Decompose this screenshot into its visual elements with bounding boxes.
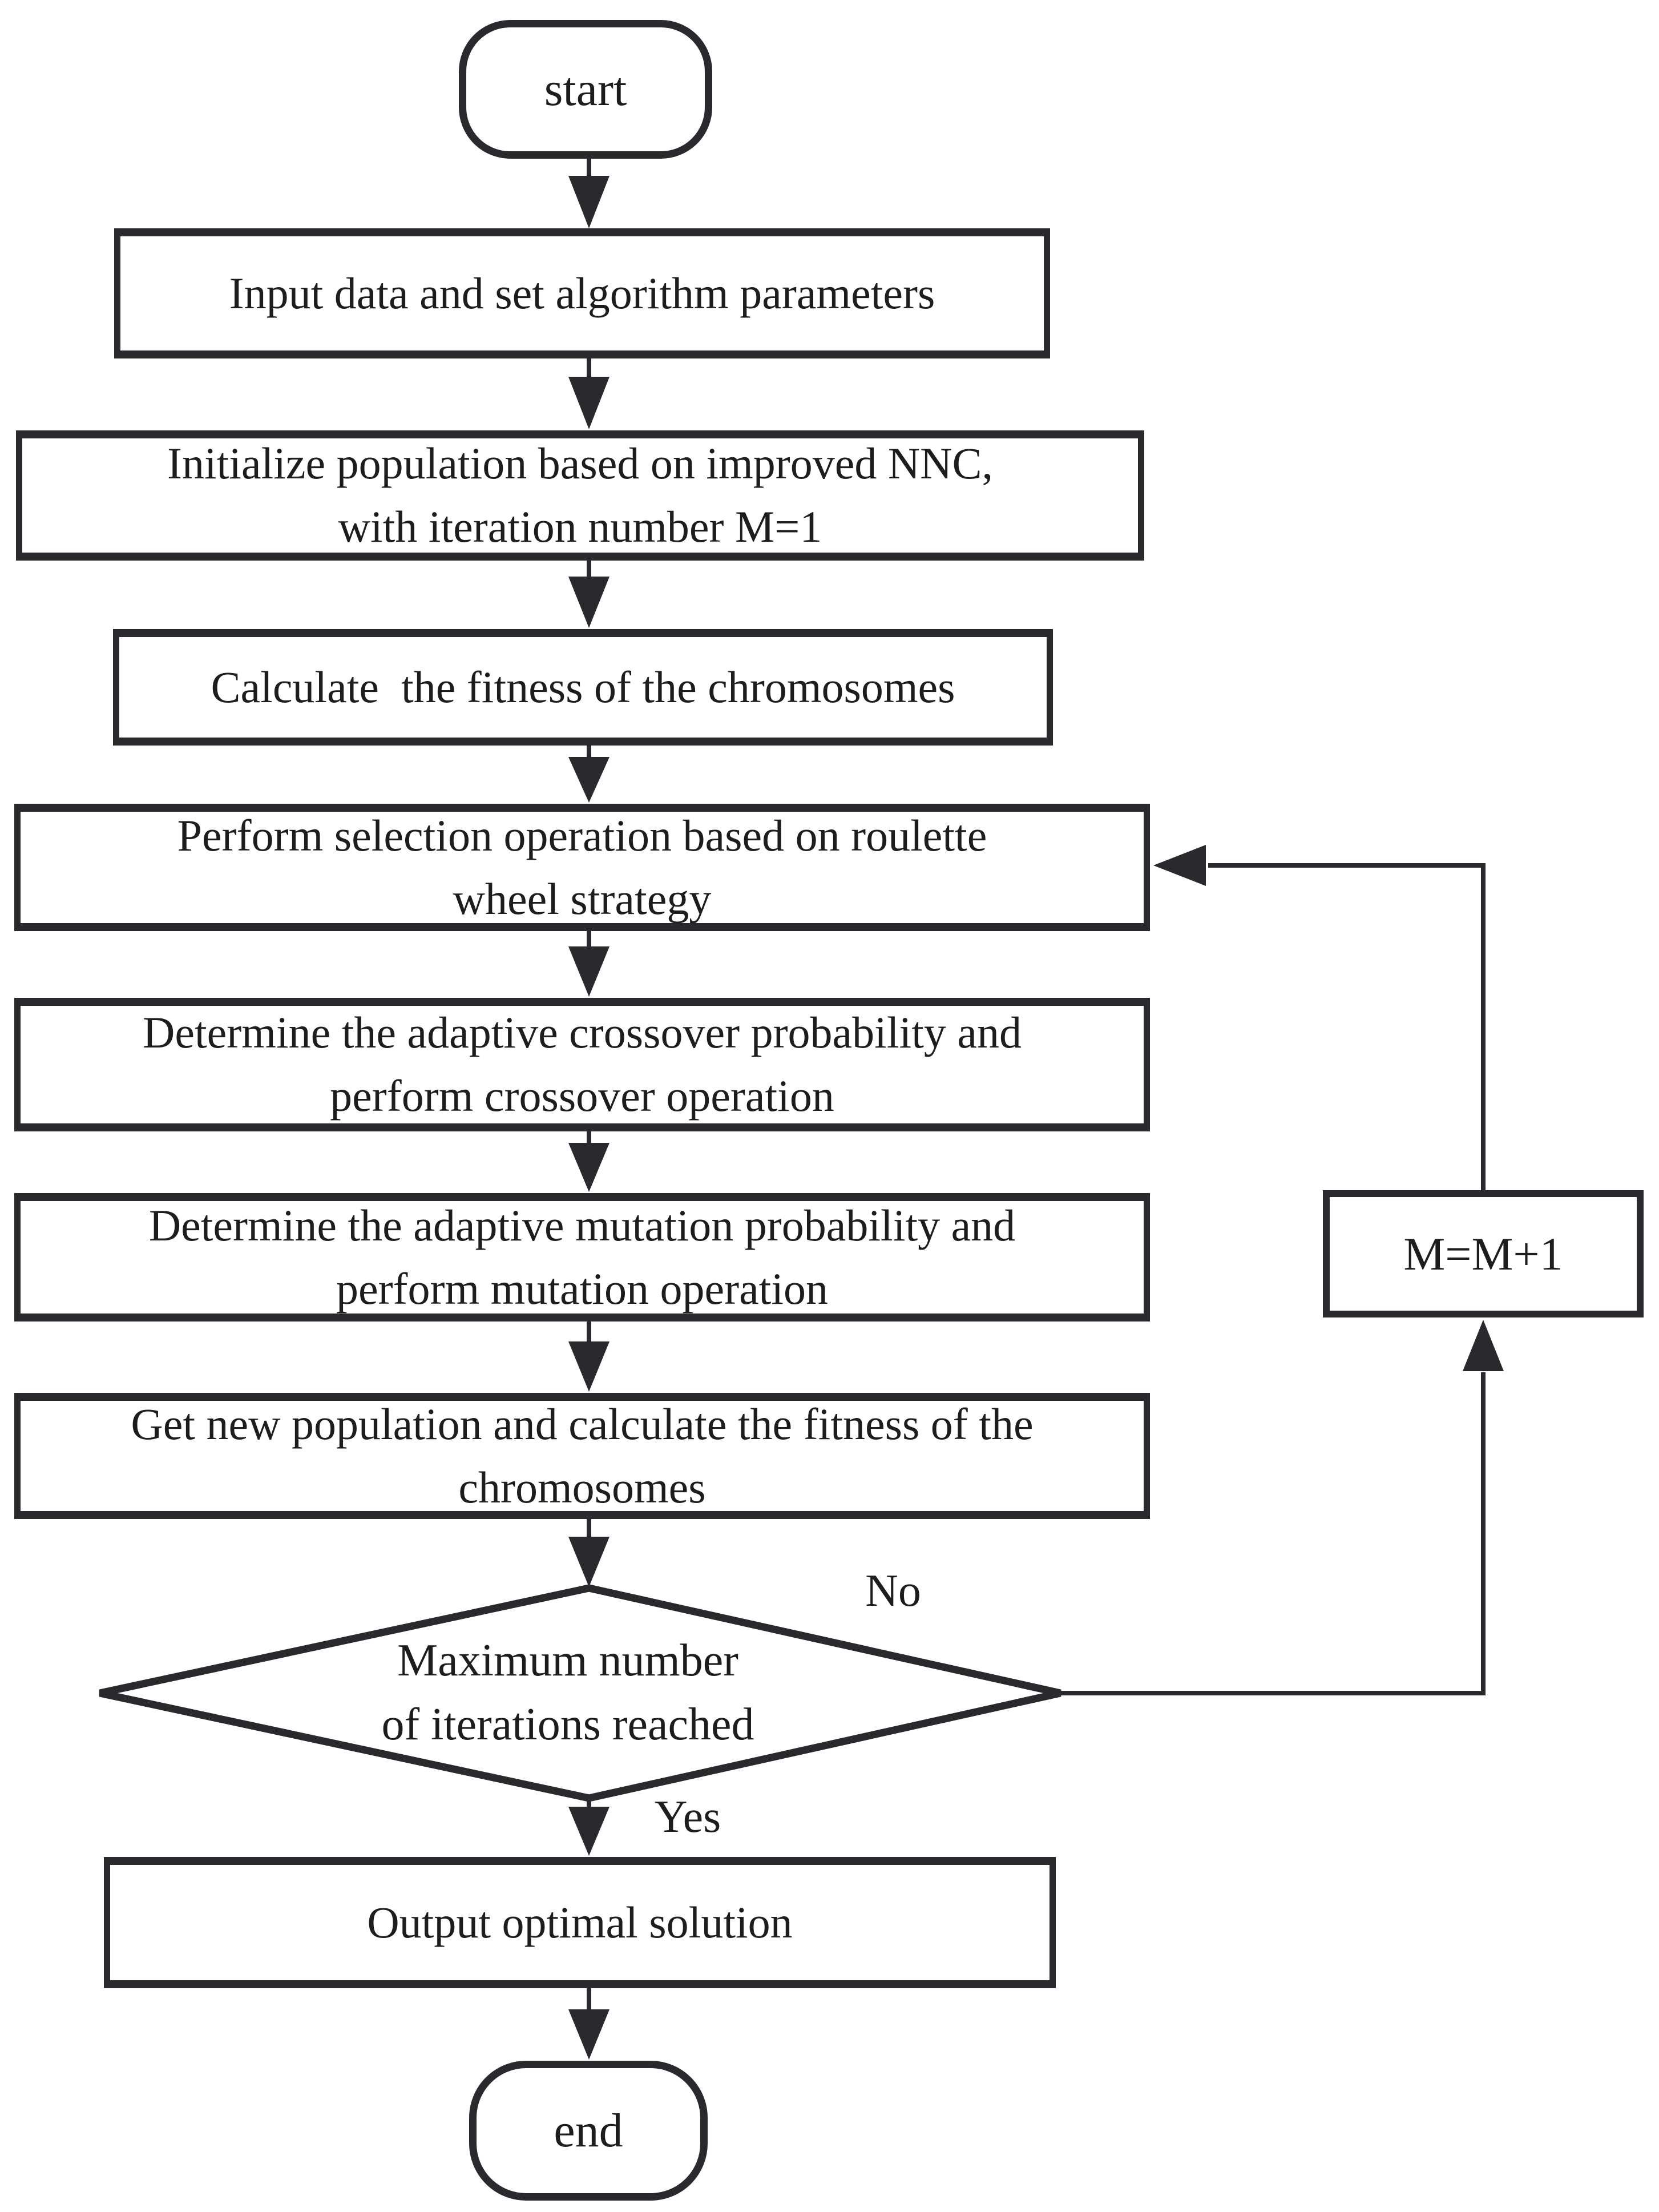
process-new-population: Get new population and calculate the fit… — [14, 1393, 1150, 1519]
process-increment-iteration: M=M+1 — [1323, 1190, 1644, 1317]
decision-label-line: Maximum number — [397, 1635, 738, 1686]
end-terminator: end — [469, 2061, 708, 2201]
node-label-line: perform mutation operation — [336, 1263, 829, 1313]
node-label-line: Determine the adaptive mutation probabil… — [148, 1200, 1016, 1250]
process-crossover: Determine the adaptive crossover probabi… — [14, 998, 1150, 1131]
arrowhead — [568, 757, 609, 803]
edge-label-no: No — [865, 1565, 921, 1616]
arrowhead — [1153, 845, 1206, 886]
process-calculate-fitness: Calculate the fitness of the chromosomes — [113, 629, 1053, 746]
node-label-line: Output optimal solution — [367, 1897, 793, 1947]
node-label-line: Perform selection operation based on rou… — [177, 810, 987, 860]
process-selection: Perform selection operation based on rou… — [14, 804, 1150, 931]
process-initialize-population: Initialize population based on improved … — [16, 430, 1144, 561]
process-input-data: Input data and set algorithm parameters — [114, 228, 1050, 358]
loopback-line — [1208, 863, 1486, 1190]
node-label-line: Initialize population based on improved … — [167, 438, 994, 489]
end-label: end — [554, 2104, 623, 2157]
decision-label-line: of iterations reached — [381, 1699, 754, 1750]
arrowhead — [568, 946, 609, 997]
process-output-solution: Output optimal solution — [104, 1857, 1056, 1988]
arrowhead — [568, 1807, 609, 1856]
arrowhead — [568, 176, 609, 228]
node-label-line: wheel strategy — [453, 873, 712, 924]
node-label-line: Determine the adaptive crossover probabi… — [143, 1008, 1022, 1058]
node-label-line: Get new population and calculate the fit… — [131, 1399, 1034, 1449]
start-terminator: start — [459, 20, 712, 159]
arrowhead — [568, 577, 609, 628]
arrowhead — [568, 377, 609, 429]
process-mutation: Determine the adaptive mutation probabil… — [14, 1193, 1150, 1321]
arrowhead — [568, 1341, 609, 1392]
node-label-line: Calculate the fitness of the chromosomes — [211, 662, 955, 712]
arrowhead — [1463, 1320, 1504, 1371]
decision-max-iterations: Maximum number of iterations reached — [157, 1618, 979, 1767]
no-branch-line — [1060, 1372, 1486, 1695]
node-label-line: Input data and set algorithm parameters — [229, 268, 935, 318]
start-label: start — [544, 63, 627, 116]
node-label-line: perform crossover operation — [330, 1071, 834, 1121]
arrowhead — [568, 1143, 609, 1192]
arrowhead — [568, 1537, 609, 1587]
node-label-line: with iteration number M=1 — [338, 502, 822, 551]
edge-label-yes: Yes — [654, 1791, 721, 1842]
node-label-line: chromosomes — [458, 1462, 706, 1512]
node-label-line: M=M+1 — [1403, 1227, 1563, 1280]
arrowhead — [568, 2009, 609, 2060]
decision-diamond-shape — [99, 1584, 1061, 1802]
